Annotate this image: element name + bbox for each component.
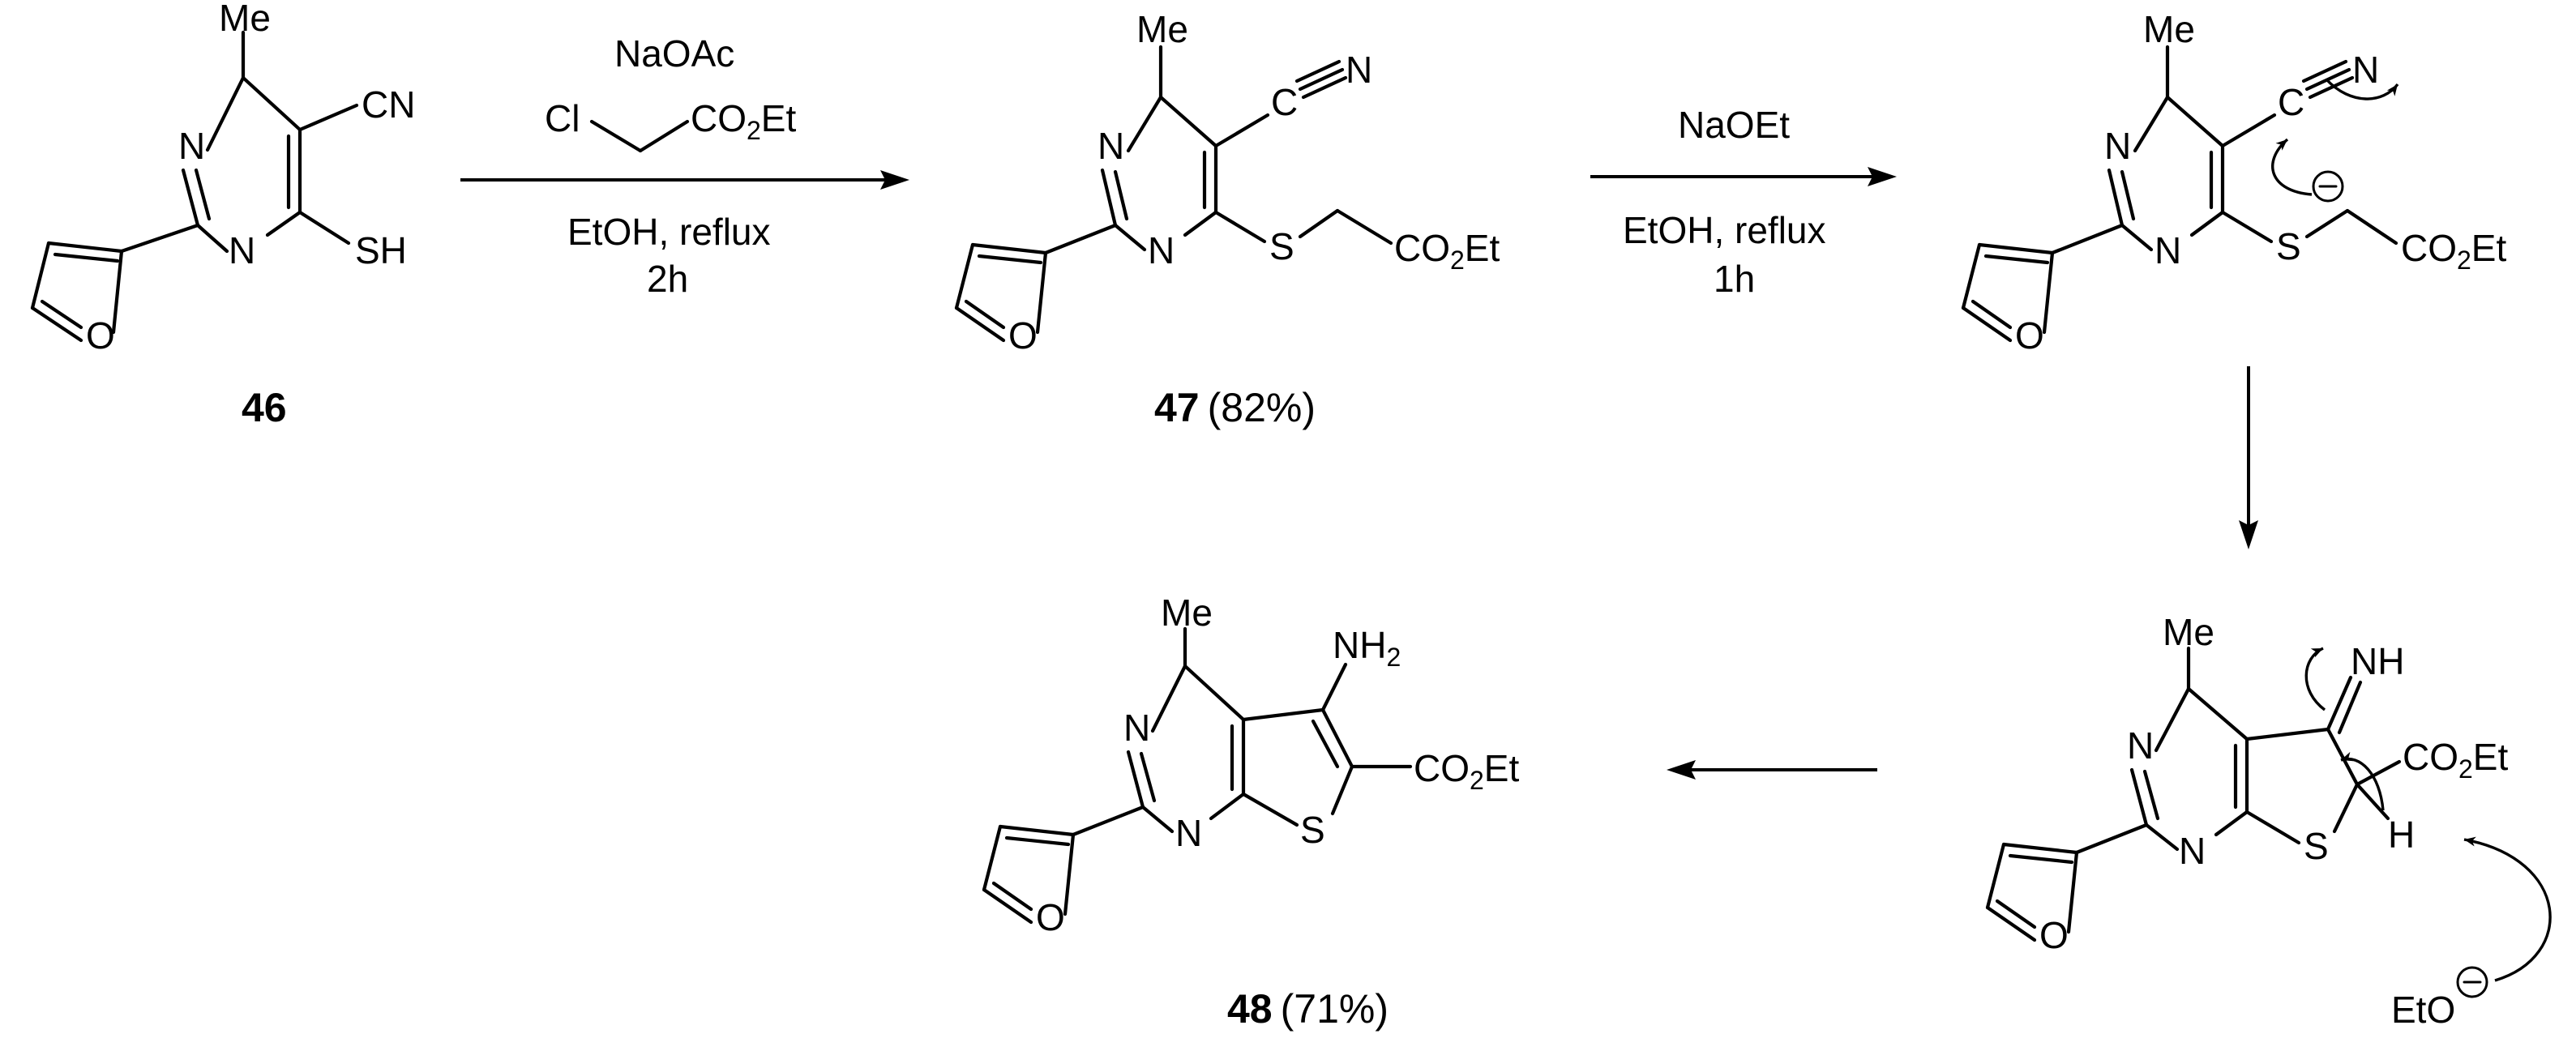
compound-46-label: 46: [242, 385, 287, 430]
c48-co2et: CO2Et: [1414, 747, 1519, 795]
int2-curly-arrow-ethoxide: [2463, 836, 2552, 982]
step1-time: 2h: [647, 258, 688, 300]
c48-furan-o: O: [1036, 896, 1065, 938]
int1-c: C: [2278, 81, 2304, 123]
svg-text:CO2Et: CO2Et: [691, 97, 796, 145]
int2-nh: NH: [2351, 640, 2404, 682]
int2-n3: N: [2179, 830, 2206, 872]
c47-n3: N: [1148, 229, 1175, 271]
c48-n1: N: [1123, 707, 1150, 749]
reaction-arrow-1: [460, 170, 909, 190]
int2-co2et: CO2Et: [2403, 736, 2508, 784]
int1-curly-arrow-carbanion: [2271, 138, 2313, 196]
reaction-arrow-down: [2239, 366, 2258, 549]
compound-47-label: 47(82%): [1154, 385, 1316, 430]
ethoxide-label: EtO: [2391, 989, 2455, 1031]
intermediate-carbanion-structure: [1961, 45, 2398, 343]
int2-s: S: [2304, 825, 2329, 867]
step1-reagent-chloroacetate: Cl CO2Et: [545, 97, 796, 153]
c46-sh: SH: [355, 229, 407, 271]
c48-n3: N: [1175, 812, 1202, 854]
ethoxide-negative-charge: [2456, 966, 2488, 998]
c46-furan-o: O: [86, 314, 115, 357]
step1-reagent-naoac: NaOAc: [614, 32, 734, 75]
c47-c: C: [1271, 81, 1298, 123]
int2-me: Me: [2163, 611, 2214, 653]
c47-co2et: CO2Et: [1394, 227, 1500, 275]
int1-n3: N: [2155, 229, 2181, 271]
int2-n1: N: [2127, 724, 2154, 767]
int2-h: H: [2388, 814, 2415, 856]
step2-solvent: EtOH, reflux: [1623, 209, 1826, 251]
c47-furan-o: O: [1008, 314, 1038, 357]
int1-negative-charge: [2312, 170, 2344, 203]
c46-n3: N: [229, 229, 255, 271]
int2-curly-arrow-imine: [2304, 647, 2326, 711]
step2-reagent: NaOEt: [1678, 104, 1790, 146]
int2-curly-arrow-ch: [2340, 751, 2385, 811]
int1-co2et: CO2Et: [2401, 227, 2506, 275]
c46-n1: N: [178, 125, 205, 167]
compound-48-structure: [982, 626, 1413, 925]
c47-s: S: [1269, 225, 1294, 267]
svg-text:Cl: Cl: [545, 97, 580, 139]
int1-me: Me: [2143, 8, 2195, 50]
int2-furan-o: O: [2039, 914, 2069, 956]
intermediate-cyclized-structure: [1985, 646, 2402, 942]
int1-n1: N: [2104, 125, 2131, 167]
step2-time: 1h: [1714, 258, 1755, 300]
reaction-arrow-2: [1590, 167, 1897, 186]
c47-n-nitrile: N: [1346, 49, 1372, 91]
compound-47-structure: [954, 45, 1393, 343]
int1-curly-arrow-nitrile: [2325, 78, 2399, 100]
c48-nh2: NH2: [1333, 624, 1401, 672]
reaction-arrow-left: [1667, 760, 1877, 780]
c48-s: S: [1300, 809, 1325, 851]
int1-furan-o: O: [2015, 314, 2044, 357]
step1-solvent: EtOH, reflux: [567, 211, 771, 253]
compound-48-label: 48(71%): [1227, 986, 1389, 1032]
c46-cn: CN: [362, 83, 415, 126]
c47-n1: N: [1098, 125, 1124, 167]
compound-46-structure: [30, 30, 359, 343]
c47-me: Me: [1136, 8, 1188, 50]
c48-me: Me: [1161, 592, 1213, 634]
c46-me: Me: [219, 0, 271, 39]
int1-s: S: [2276, 225, 2301, 267]
int1-n-nitrile: N: [2352, 49, 2379, 91]
